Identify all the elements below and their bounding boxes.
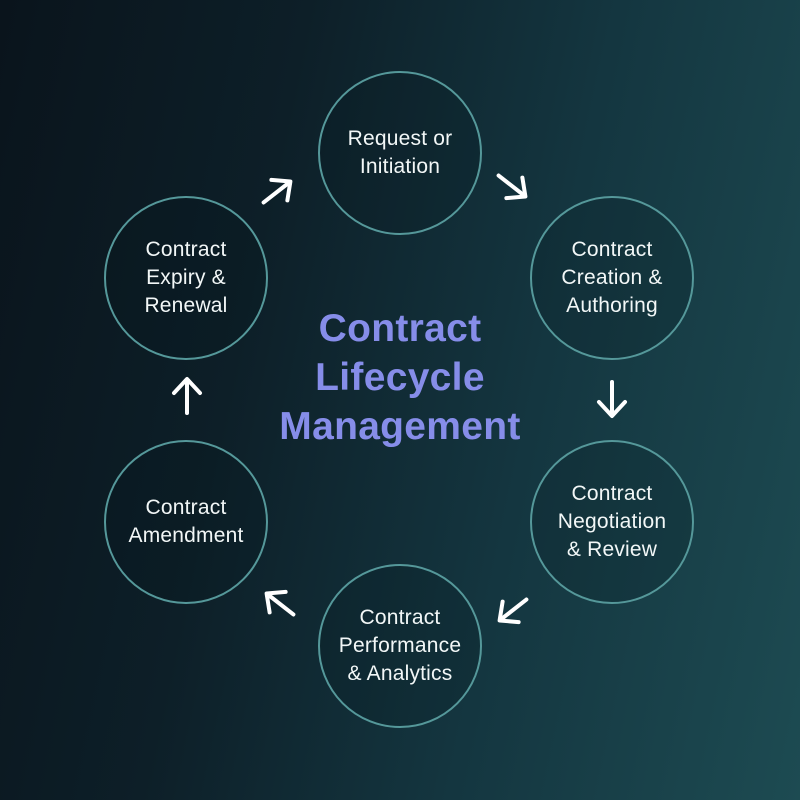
stage-label: Contract Expiry & Renewal [144,238,228,317]
arrow-down-left-icon [497,597,529,625]
stage-label: Contract Amendment [128,496,244,547]
stage-contract-creation-authoring: Contract Creation & Authoring [530,196,694,360]
stage-request-or-initiation: Request or Initiation [318,71,482,235]
arrow-up-left-icon [264,589,296,617]
arrow-down-icon [597,380,627,418]
diagram-title: Contract Lifecycle Management [279,307,521,448]
stage-contract-negotiation-review: Contract Negotiation & Review [530,440,694,604]
stage-contract-performance-analytics: Contract Performance & Analytics [318,564,482,728]
stage-label: Contract Creation & Authoring [561,238,663,317]
stage-contract-amendment: Contract Amendment [104,440,268,604]
arrow-down-right-icon [496,173,528,201]
arrow-up-right-icon [261,177,293,205]
stage-label: Contract Performance & Analytics [338,606,462,685]
stage-contract-expiry-renewal: Contract Expiry & Renewal [104,196,268,360]
stage-label: Contract Negotiation & Review [557,482,667,561]
arrow-up-icon [172,377,202,415]
stage-label: Request or Initiation [347,127,453,178]
